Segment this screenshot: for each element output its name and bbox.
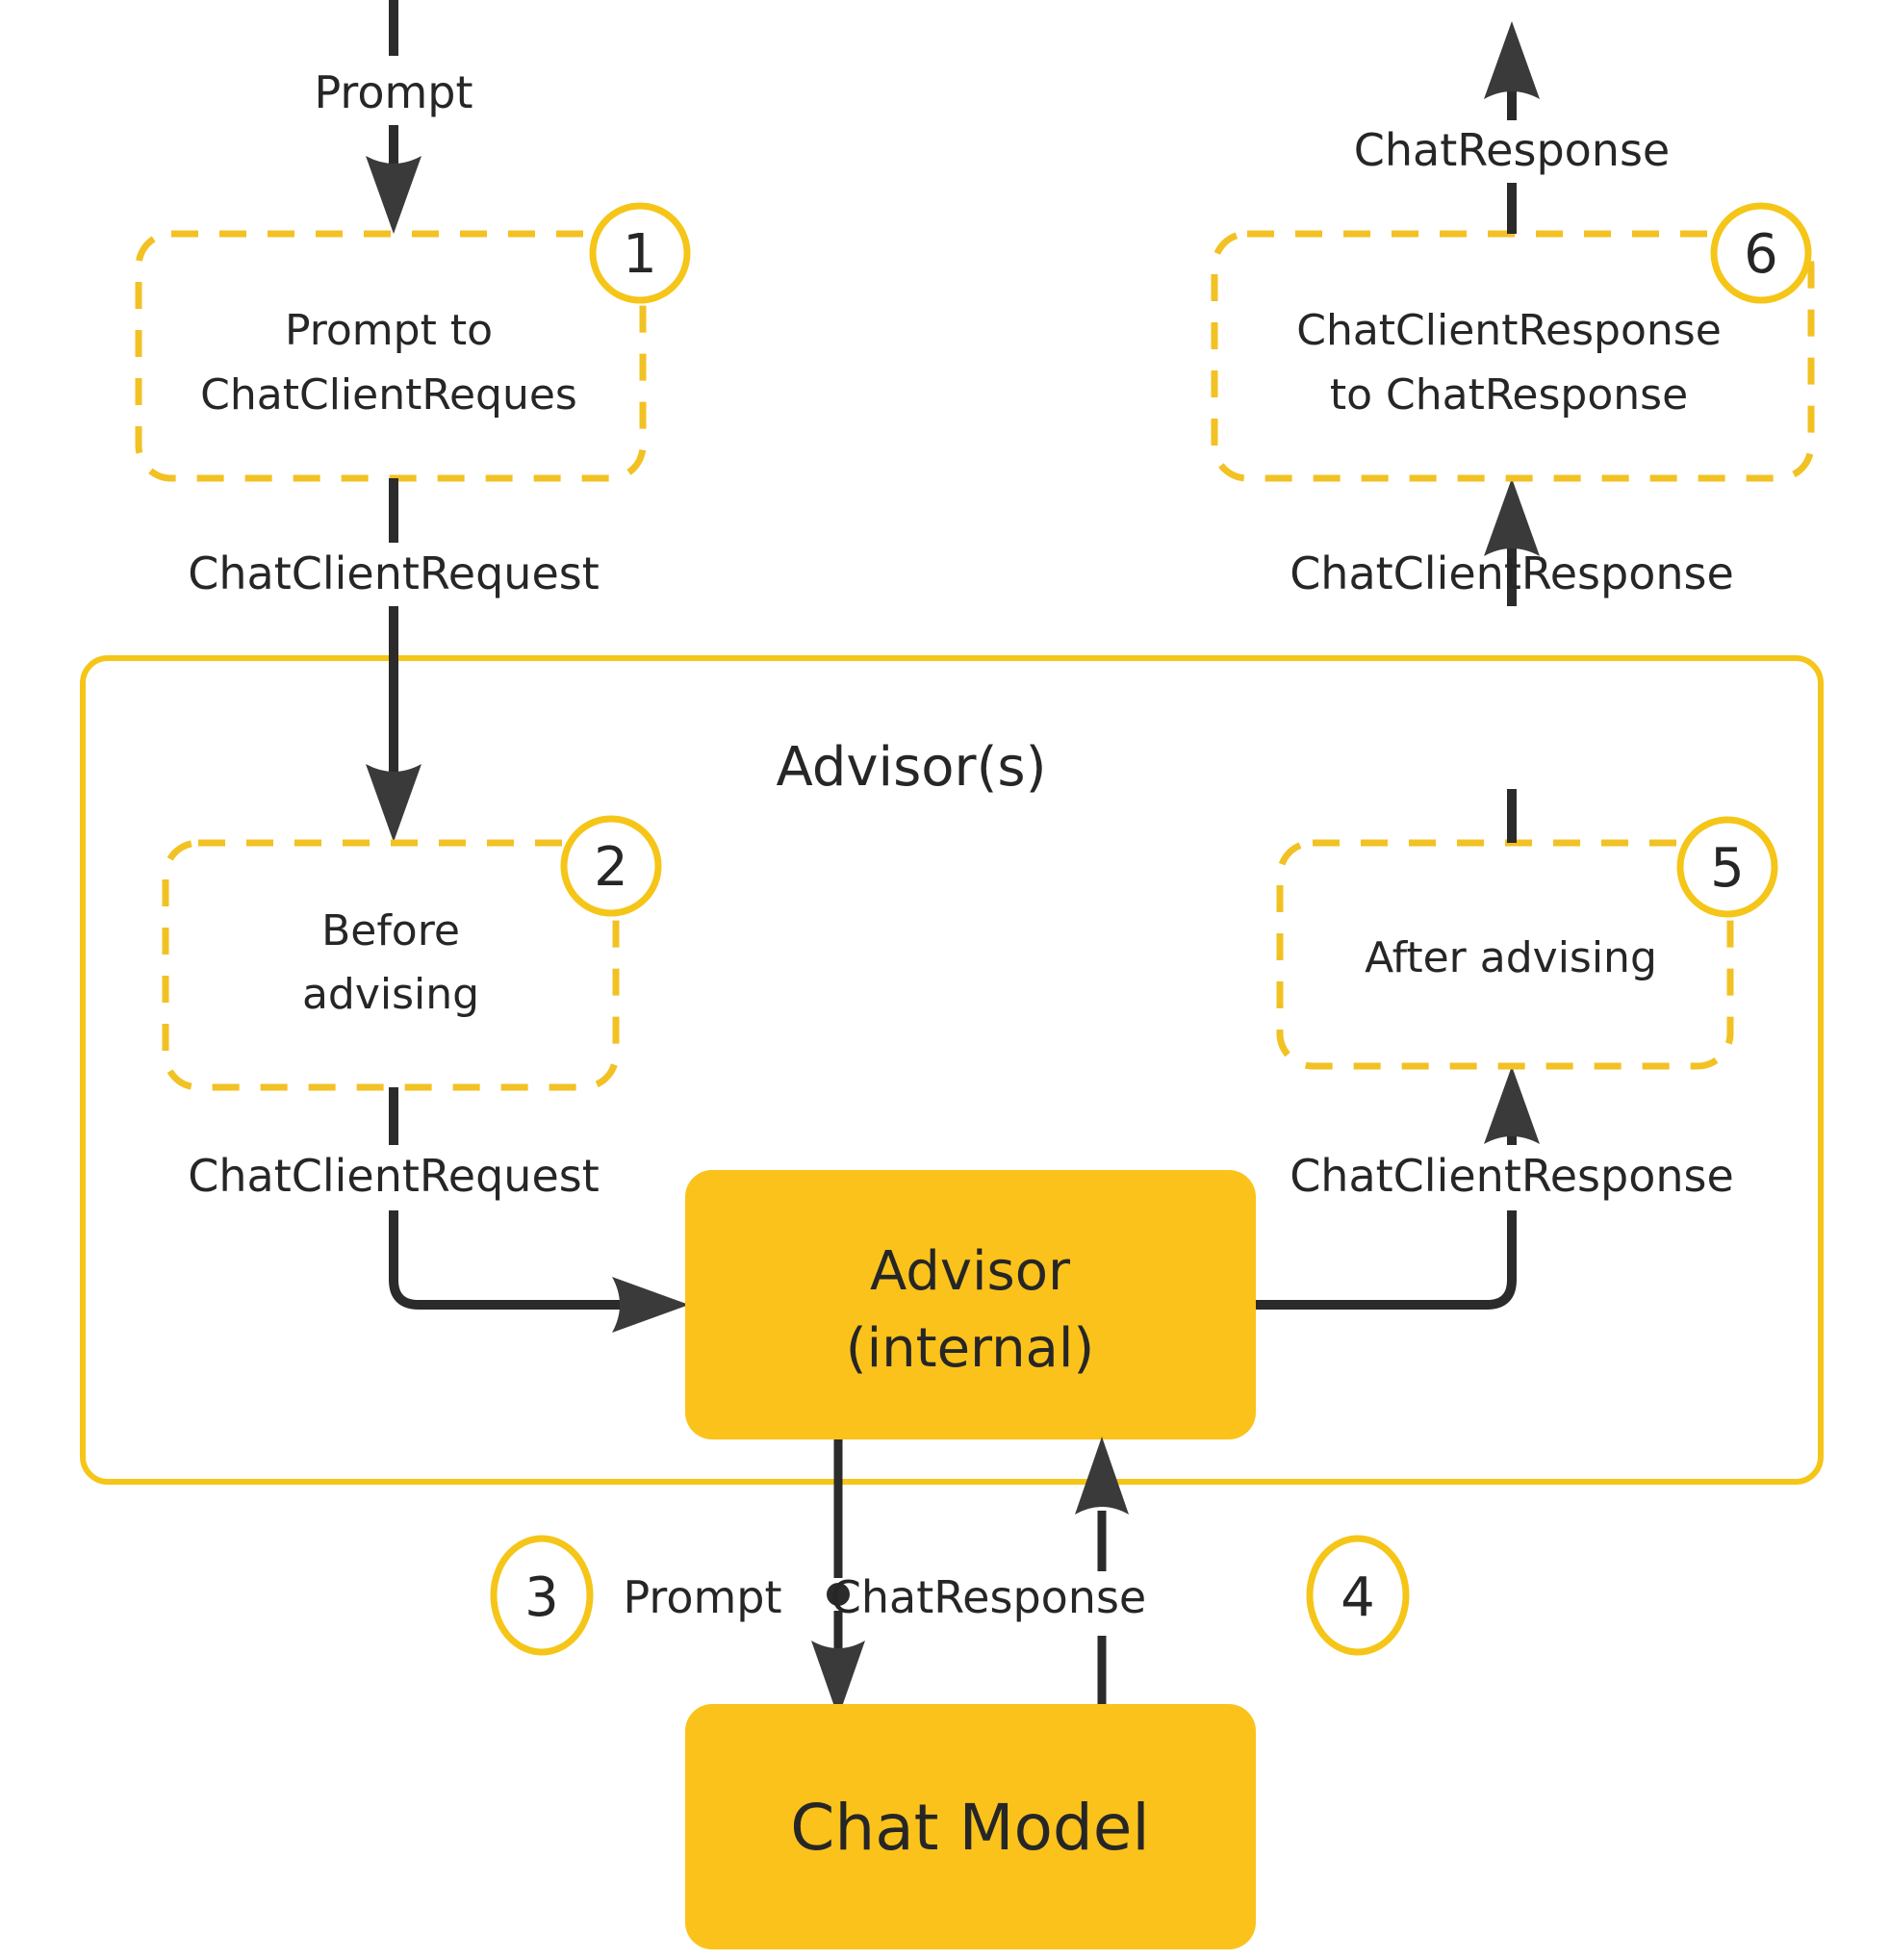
- step6-label-line1: ChatClientResponse: [1296, 306, 1722, 355]
- step2-badge-circle: [560, 815, 662, 917]
- advisor-internal-label-line2: (internal): [846, 1317, 1095, 1380]
- resp2-arrowhead-to-step6: [1484, 478, 1540, 556]
- step4-badge-number: 4: [1341, 1566, 1375, 1629]
- edge-label-response-from-model: ChatResponse: [830, 1571, 1146, 1623]
- step5-dashed-box: [1276, 839, 1734, 1070]
- edge-label-input-prompt: Prompt: [314, 66, 472, 118]
- step6-label-line2: to ChatResponse: [1330, 370, 1688, 420]
- step5-badge-number: 5: [1710, 837, 1745, 900]
- step1-label-line2: ChatClientReques: [200, 370, 577, 420]
- edge-label-output-chatresponse: ChatResponse: [1354, 124, 1670, 176]
- step2-badge-number: 2: [594, 836, 628, 899]
- chat-model-box[interactable]: [685, 1704, 1256, 1949]
- req2-arrowhead-to-advisor: [612, 1277, 689, 1333]
- edge-label-req-to-advisor-internal: ChatClientRequest: [188, 1150, 600, 1202]
- step2-dashed-box: [162, 839, 620, 1091]
- prompt-junction-dot: [827, 1583, 850, 1606]
- step1-label-line1: Prompt to: [285, 306, 493, 355]
- step5-badge-circle: [1676, 816, 1778, 918]
- req-arrowhead-to-step2: [366, 764, 421, 842]
- req2-line-seg2-elbow: [389, 1210, 630, 1310]
- out-arrowhead-chatresponse: [1484, 21, 1540, 99]
- edge-label-resp-from-advisors: ChatClientResponse: [1290, 547, 1734, 599]
- advisors-group-label: Advisor(s): [777, 736, 1047, 799]
- step6-badge-circle: [1710, 202, 1812, 304]
- advisors-group-container: [80, 655, 1824, 1485]
- step1-badge-circle: [589, 202, 691, 304]
- resp-line-elbow-from-advisor: [1256, 1210, 1517, 1310]
- edge-label-req-to-advisors: ChatClientRequest: [188, 547, 600, 599]
- prompt-to-model-arrowhead: [811, 1641, 865, 1718]
- advisor-internal-label-line1: Advisor: [870, 1240, 1071, 1303]
- edge-label-prompt-to-model: Prompt: [623, 1571, 781, 1623]
- prompt-input-arrowhead: [366, 156, 421, 234]
- step1-badge-number: 1: [623, 223, 657, 286]
- chat-model-label: Chat Model: [790, 1791, 1149, 1865]
- step2-label-line2: advising: [302, 970, 479, 1019]
- advisor-internal-box[interactable]: [685, 1170, 1256, 1439]
- step4-badge-circle: [1306, 1535, 1410, 1656]
- step5-label-line1: After advising: [1365, 933, 1657, 982]
- resp-arrowhead-to-step5: [1484, 1066, 1540, 1144]
- response-from-model-arrowhead: [1075, 1437, 1129, 1515]
- step3-badge-number: 3: [524, 1566, 559, 1629]
- step2-label-line1: Before: [321, 906, 460, 955]
- step6-badge-number: 6: [1744, 223, 1778, 286]
- step3-badge-circle: [490, 1535, 594, 1656]
- edge-label-resp-from-advisor-internal: ChatClientResponse: [1290, 1150, 1734, 1202]
